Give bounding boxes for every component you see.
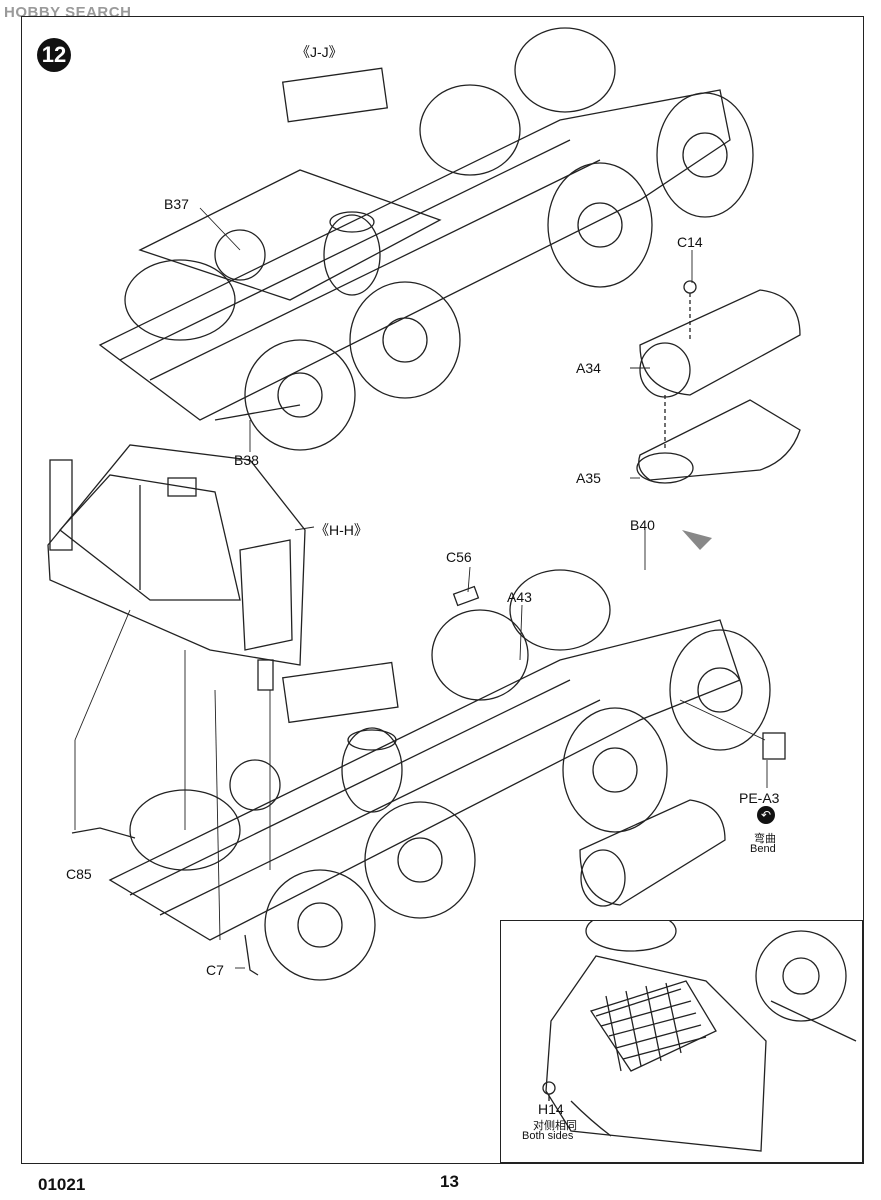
inset-part-label-h14: H14 xyxy=(538,1101,564,1117)
lower-chassis-drawing xyxy=(71,569,786,981)
part-label-a43: A43 xyxy=(507,589,532,605)
step-number-badge: 12 xyxy=(37,38,71,72)
kit-code: 01021 xyxy=(38,1175,86,1194)
leader-lines xyxy=(74,207,768,969)
cab-drawing xyxy=(47,444,306,691)
part-label-c7: C7 xyxy=(206,962,224,978)
upper-chassis-drawing xyxy=(98,27,754,451)
page-frame xyxy=(21,16,864,1164)
inset-note-cn: 对侧相同 xyxy=(533,1120,577,1132)
part-label-c56: C56 xyxy=(446,549,472,565)
part-label-b37: B37 xyxy=(164,196,189,212)
bend-label-en: Bend xyxy=(750,843,776,855)
fuel-tank-exploded xyxy=(636,280,801,484)
bend-icon: ↶ xyxy=(757,806,775,824)
part-label-a35: A35 xyxy=(576,470,601,486)
bend-label-cn: 弯曲 xyxy=(754,833,776,845)
inset-drawing xyxy=(542,921,857,1152)
page-number: 13 xyxy=(440,1172,459,1191)
part-label-a34: A34 xyxy=(576,360,601,376)
inset-note-en: Both sides xyxy=(522,1130,574,1142)
assembly-arrow xyxy=(682,530,712,550)
view-label-jj: 《J-J》 xyxy=(296,44,343,60)
detail-inset: H14 对侧相同 Both sides xyxy=(500,920,863,1163)
part-label-b40: B40 xyxy=(630,517,655,533)
part-label-c85: C85 xyxy=(66,866,92,882)
part-label-pe-a3: PE-A3 xyxy=(739,790,780,806)
part-label-b38: B38 xyxy=(234,452,259,468)
view-label-hh: 《H-H》 xyxy=(315,522,368,538)
part-label-c14: C14 xyxy=(677,234,703,250)
